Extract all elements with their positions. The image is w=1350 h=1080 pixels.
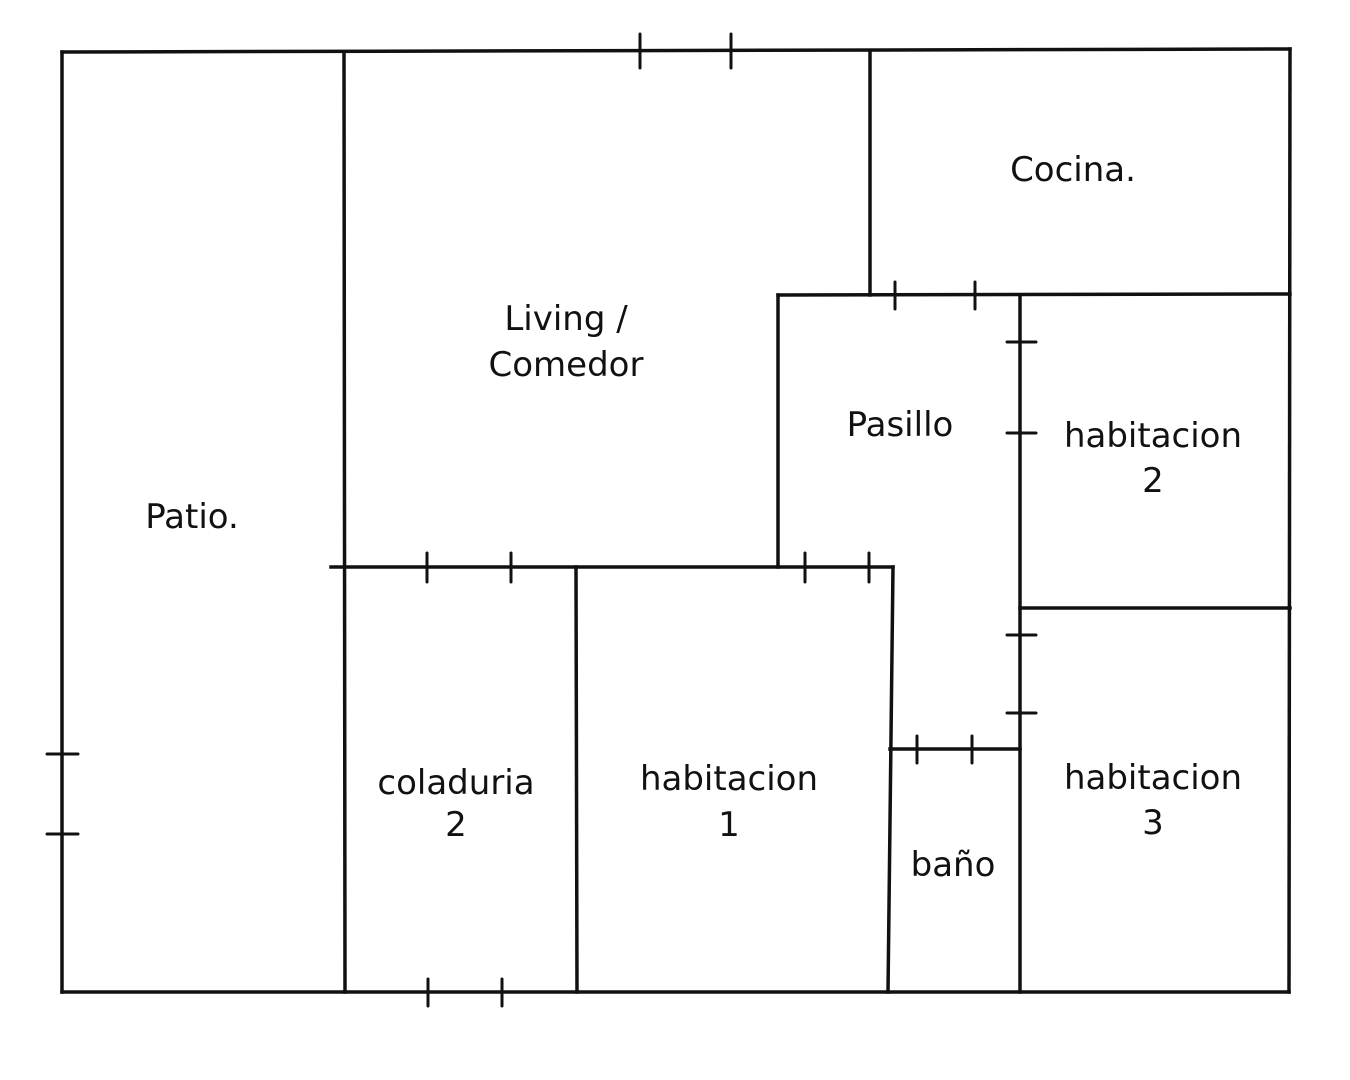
room-label-coladuria-line1: coladuria (377, 763, 534, 803)
room-label-habitacion1-line1: habitacion (640, 759, 818, 799)
wall-top (60, 47, 1292, 54)
room-label-habitacion3-line1: habitacion (1064, 758, 1242, 798)
room-labels: Patio. Living / Comedor Cocina. Pasillo … (145, 150, 1242, 885)
room-label-cocina: Cocina. (1010, 150, 1136, 190)
room-label-pasillo: Pasillo (847, 405, 954, 445)
room-label-habitacion3-line2: 3 (1142, 803, 1164, 843)
wall-patio-living (342, 50, 347, 994)
wall-hab1-right (886, 565, 895, 994)
room-label-habitacion2-line1: habitacion (1064, 416, 1242, 456)
wall-right (1287, 47, 1292, 994)
room-label-coladuria-line2: 2 (445, 805, 467, 845)
wall-coladuria-hab1 (574, 565, 579, 994)
door-marks (45, 32, 1038, 1008)
interior-walls (329, 49, 1292, 994)
room-label-patio: Patio. (145, 497, 239, 537)
room-label-living-line1: Living / (504, 299, 628, 339)
outer-walls (60, 47, 1292, 994)
room-label-bano: baño (911, 845, 996, 885)
room-label-living-line2: Comedor (489, 345, 644, 385)
room-label-habitacion2-line2: 2 (1142, 461, 1164, 501)
room-label-habitacion1-line2: 1 (718, 805, 740, 845)
wall-cocina-bottom (776, 292, 1292, 297)
